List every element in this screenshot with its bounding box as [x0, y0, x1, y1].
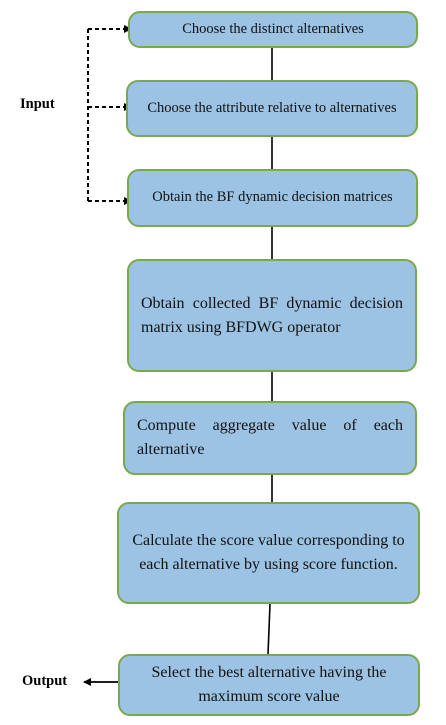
- input-bracket: [87, 28, 127, 202]
- step-text: Compute aggregate value of each alternat…: [137, 417, 403, 458]
- step-calculate-score: Calculate the score value corresponding …: [117, 502, 420, 604]
- step-compute-aggregate: Compute aggregate value of each alternat…: [123, 401, 417, 475]
- step-text: Calculate the score value corresponding …: [132, 532, 405, 573]
- step-obtain-collected-matrix: Obtain collected BF dynamic decision mat…: [127, 259, 417, 372]
- step-text: Choose the distinct alternatives: [182, 20, 364, 37]
- step-text: Choose the attribute relative to alterna…: [147, 99, 397, 116]
- input-label: Input: [20, 96, 55, 112]
- step-select-best-alternative: Select the best alternative having the m…: [118, 654, 420, 716]
- step-text: Obtain the BF dynamic decision matrices: [152, 189, 393, 206]
- step-choose-alternatives: Choose the distinct alternatives: [128, 11, 418, 48]
- step-choose-attribute: Choose the attribute relative to alterna…: [126, 80, 418, 137]
- step-text: Obtain collected BF dynamic decision mat…: [141, 294, 403, 336]
- step-obtain-bf-matrices: Obtain the BF dynamic decision matrices: [127, 169, 418, 227]
- step-text: Select the best alternative having the m…: [151, 664, 387, 705]
- output-label: Output: [22, 673, 68, 689]
- connector-step6-step7: [267, 603, 271, 655]
